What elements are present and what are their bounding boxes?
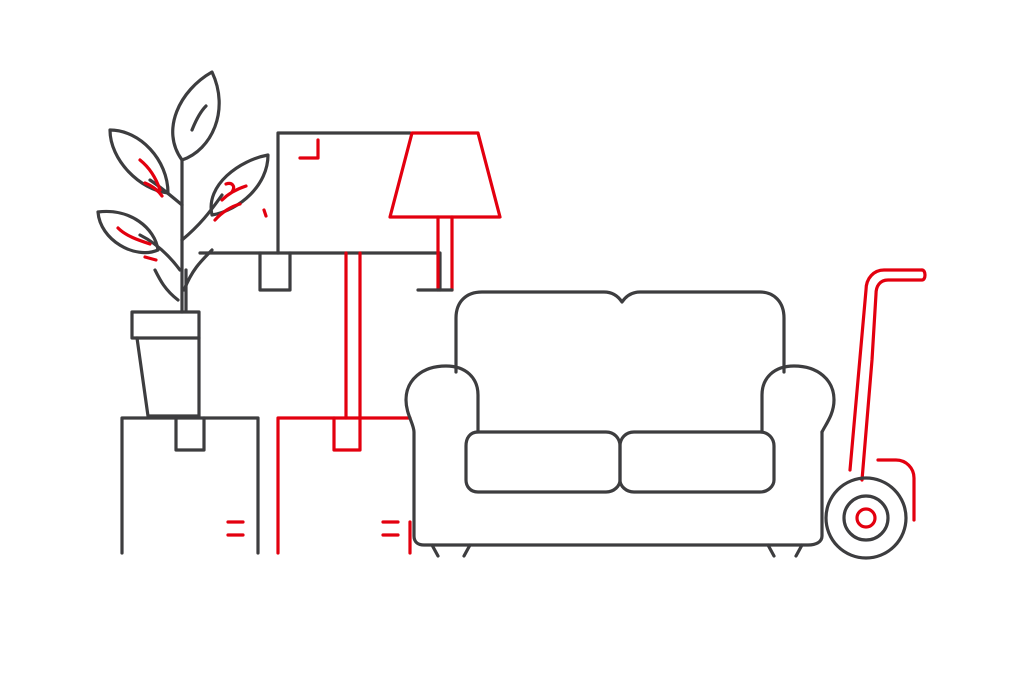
hand-truck-icon bbox=[824, 268, 927, 560]
box-icon bbox=[276, 131, 412, 255]
box-icon bbox=[120, 416, 260, 555]
plant-icon bbox=[96, 70, 270, 418]
box-icon bbox=[198, 251, 442, 420]
sofa-icon bbox=[404, 290, 836, 558]
box-icon bbox=[276, 416, 412, 555]
lamp-icon bbox=[388, 131, 502, 292]
